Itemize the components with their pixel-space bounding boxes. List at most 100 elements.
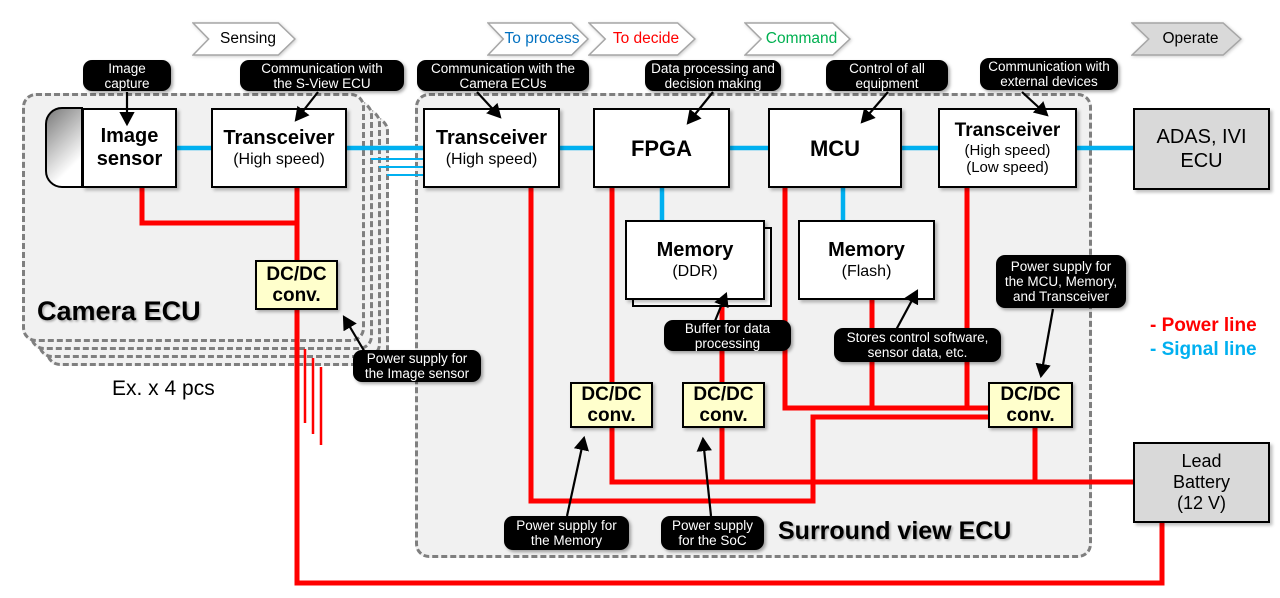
fpga-title: FPGA: [630, 135, 693, 161]
lead-battery-box: Lead Battery (12 V): [1133, 442, 1270, 523]
dcdc-memory-box: DC/DC conv.: [570, 382, 653, 428]
callout-line: the Memory: [530, 533, 603, 548]
memory-ddr-box: Memory (DDR): [625, 220, 765, 300]
callout-line: Power supply for: [516, 518, 617, 533]
callout-power-image-sensor: Power supply for the Image sensor: [353, 350, 481, 382]
chevron-operate: Operate: [1131, 22, 1242, 56]
callout-line: the S-View ECU: [273, 75, 371, 91]
fpga-box: FPGA: [593, 108, 730, 188]
mcu-box: MCU: [768, 108, 902, 188]
memory-ddr-sub: (DDR): [672, 263, 718, 280]
image-sensor-label-1: Image: [100, 125, 159, 147]
chevron-to-decide-label: To decide: [612, 30, 680, 47]
callout-comm-external: Communication with external devices: [980, 58, 1118, 90]
callout-comm-sview: Communication with the S-View ECU: [240, 60, 404, 91]
callout-line: Image: [108, 60, 146, 76]
battery-label-2: Battery: [1172, 472, 1231, 492]
surround-view-ecu-label: Surround view ECU: [778, 517, 1012, 545]
adas-ivi-ecu-box: ADAS, IVI ECU: [1133, 108, 1270, 190]
callout-line: Control of all: [849, 60, 925, 76]
dcdc-soc-l2: conv.: [699, 405, 748, 426]
callout-comm-camera: Communication with the Camera ECUs: [417, 60, 589, 91]
dcdc-memory-l2: conv.: [587, 405, 636, 426]
camera-lens-icon: [45, 107, 83, 188]
dcdc-mcu-l2: conv.: [1006, 405, 1055, 426]
chevron-operate-label: Operate: [1162, 30, 1219, 47]
callout-line: Stores control software,: [846, 330, 989, 345]
callout-control-equipment: Control of all equipment: [826, 60, 948, 91]
transceiver-camera-sub: (High speed): [233, 151, 325, 168]
callout-line: the Image sensor: [364, 366, 470, 381]
transceiver-external-sub1: (High speed): [964, 142, 1051, 159]
callout-line: processing: [694, 335, 761, 351]
callout-power-memory: Power supply for the Memory: [504, 516, 629, 550]
dcdc-memory-l1: DC/DC: [581, 384, 642, 405]
callout-line: Communication with: [261, 60, 383, 76]
dcdc-soc-l1: DC/DC: [693, 384, 754, 405]
callout-line: decision making: [664, 75, 762, 91]
transceiver-external-box: Transceiver (High speed) (Low speed): [938, 108, 1077, 188]
memory-flash-box: Memory (Flash): [798, 220, 935, 300]
callout-stores-control: Stores control software, sensor data, et…: [834, 328, 1001, 362]
callout-line: capture: [104, 75, 150, 91]
dcdc-mcu-l1: DC/DC: [1000, 384, 1061, 405]
callout-line: Camera ECUs: [459, 75, 547, 91]
chevron-shape: [192, 22, 296, 56]
callout-power-soc: Power supply for the SoC: [661, 516, 764, 550]
callout-line: the MCU, Memory,: [1004, 274, 1118, 289]
transceiver-external-sub2: (Low speed): [966, 159, 1049, 176]
callout-image-capture: Image capture: [83, 60, 171, 91]
battery-label-3: (12 V): [1176, 493, 1227, 513]
legend-power-line: - Power line: [1150, 315, 1257, 336]
dcdc-soc-box: DC/DC conv.: [682, 382, 765, 428]
callout-line: external devices: [1000, 74, 1098, 89]
chevron-shape: [744, 22, 851, 56]
legend-signal-line: - Signal line: [1150, 339, 1257, 360]
callout-line: sensor data, etc.: [867, 345, 968, 360]
adas-label-2: ECU: [1180, 150, 1223, 172]
callout-line: for the SoC: [678, 533, 747, 548]
dcdc-camera-l1: DC/DC: [266, 264, 327, 285]
transceiver-camera-box: Transceiver (High speed): [211, 108, 347, 188]
callout-line: Communication with the: [430, 60, 576, 76]
camera-ecu-label: Camera ECU: [37, 296, 201, 326]
dcdc-mcu-box: DC/DC conv.: [988, 382, 1073, 428]
transceiver-surround-sub: (High speed): [445, 151, 538, 168]
chevron-to-process-label: To process: [504, 30, 580, 47]
dcdc-camera-box: DC/DC conv.: [255, 260, 338, 310]
chevron-sensing: Sensing: [192, 22, 296, 56]
chevron-sensing-label: Sensing: [219, 30, 276, 47]
transceiver-camera-title: Transceiver: [223, 127, 335, 149]
image-sensor-box: Image sensor: [82, 108, 177, 188]
callout-line: Power supply for: [1010, 259, 1112, 274]
dcdc-camera-l2: conv.: [272, 285, 321, 306]
chevron-to-decide: To decide: [588, 22, 696, 56]
callout-line: and Transceiver: [1012, 289, 1110, 304]
callout-power-mcu: Power supply for the MCU, Memory, and Tr…: [996, 255, 1126, 308]
mcu-title: MCU: [809, 135, 861, 161]
chevron-shape: [1131, 22, 1242, 56]
chevron-command: Command: [744, 22, 851, 56]
chevron-shape: [487, 22, 589, 56]
adas-label-1: ADAS, IVI: [1156, 126, 1247, 148]
transceiver-external-title: Transceiver: [954, 120, 1061, 141]
chevron-to-process: To process: [487, 22, 589, 56]
callout-buffer-data: Buffer for data processing: [664, 320, 791, 351]
transceiver-surround-title: Transceiver: [435, 127, 548, 149]
callout-data-processing: Data processing and decision making: [645, 60, 781, 91]
callout-line: equipment: [855, 75, 919, 91]
memory-flash-sub: (Flash): [841, 263, 892, 280]
transceiver-surround-box: Transceiver (High speed): [423, 108, 560, 188]
chevron-command-label: Command: [765, 30, 838, 47]
callout-line: Data processing and: [651, 60, 775, 76]
callout-line: Power supply: [671, 518, 754, 533]
chevron-shape: [588, 22, 696, 56]
image-sensor-label-2: sensor: [96, 148, 163, 170]
callout-line: Communication with: [988, 59, 1110, 74]
battery-label-1: Lead: [1181, 451, 1222, 471]
callout-line: Power supply for: [366, 351, 468, 366]
memory-ddr-title: Memory: [656, 239, 734, 261]
callout-line: Buffer for data: [684, 320, 771, 336]
camera-ecu-count-note: Ex. x 4 pcs: [112, 377, 215, 400]
